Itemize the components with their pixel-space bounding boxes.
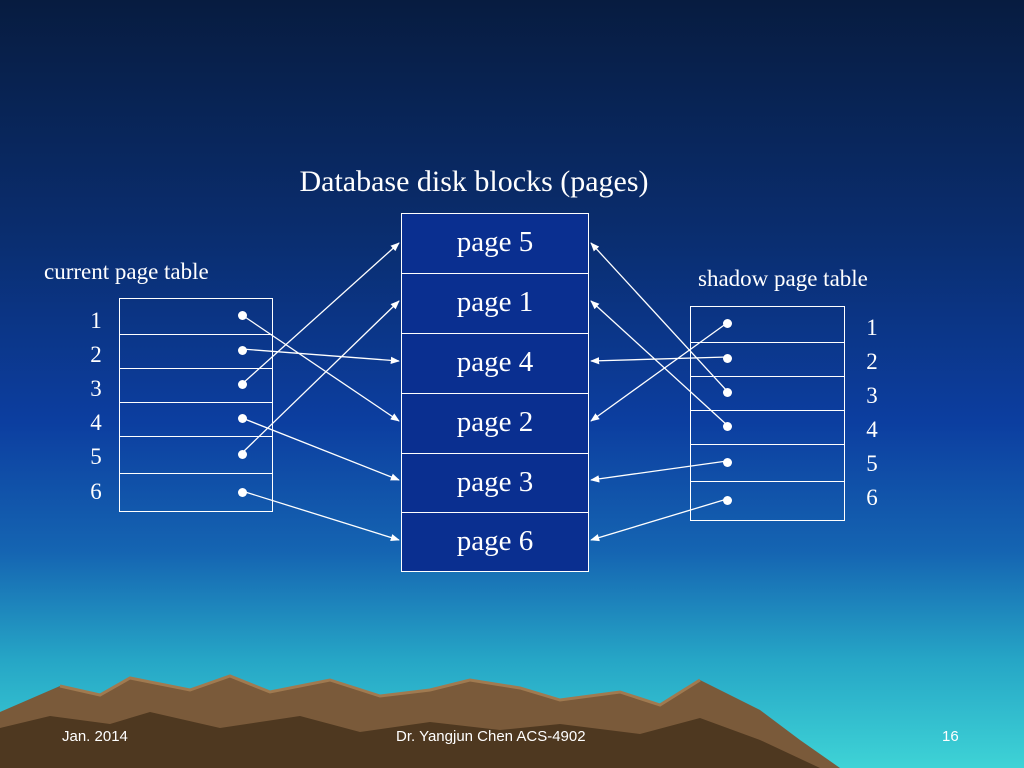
current-pointer-arrow: [241, 417, 400, 481]
shadow-row-number: 6: [866, 485, 878, 510]
shadow-table-row: [691, 410, 844, 445]
shadow-row-number: 3: [866, 383, 878, 408]
shadow-pointer-arrow: [590, 460, 728, 483]
shadow-table-row: [691, 376, 844, 411]
disk-page-cell: page 6: [402, 512, 588, 572]
current-page-table-label: current page table: [44, 259, 209, 284]
pointer-dot: [238, 488, 247, 497]
current-pointer-arrow: [241, 242, 400, 385]
shadow-row-number: 2: [866, 349, 878, 374]
current-table-row: [120, 436, 272, 474]
shadow-table-row: [691, 342, 844, 377]
current-table-row: [120, 334, 272, 369]
disk-page-cell: page 5: [456, 226, 534, 258]
current-row-number: 4: [90, 410, 102, 435]
shadow-row-number: 5: [866, 451, 878, 476]
shadow-page-table: [690, 306, 845, 521]
current-pointer-arrow: [241, 490, 400, 542]
disk-page-cell: page 1: [402, 273, 588, 333]
current-table-row: [120, 368, 272, 403]
current-pointer-arrow: [241, 348, 400, 365]
current-pointer-arrow: [241, 314, 400, 422]
shadow-table-row: [691, 444, 844, 482]
current-row-number: 2: [90, 342, 102, 367]
pointer-dot: [723, 319, 732, 328]
pointer-dot: [723, 354, 732, 363]
pointer-dot: [238, 450, 247, 459]
shadow-table-row: [691, 307, 844, 342]
shadow-pointer-arrow: [590, 322, 728, 422]
pointer-dot: [238, 380, 247, 389]
disk-page-cell: page 3: [402, 453, 588, 513]
current-row-number: 1: [90, 308, 102, 333]
footer-date: Jan. 2014: [62, 728, 128, 745]
pointer-dot: [723, 388, 732, 397]
shadow-row-number: 1: [866, 315, 878, 340]
current-row-number: 3: [90, 376, 102, 401]
disk-blocks-table: page 5 page 1 page 4 page 2 page 3 page …: [401, 213, 589, 572]
mountain-ridge-highlight: [59, 674, 701, 707]
shadow-pointer-arrow: [590, 300, 728, 426]
pointer-dot: [723, 458, 732, 467]
mountain-shadow: [0, 712, 820, 768]
current-row-number: 6: [90, 479, 102, 504]
disk-page-cell: page 2: [402, 393, 588, 453]
current-row-number: 5: [90, 444, 102, 469]
pointer-dot: [238, 346, 247, 355]
current-pointer-arrow: [241, 300, 400, 454]
current-table-row: [120, 473, 272, 512]
shadow-pointer-arrow: [590, 356, 728, 365]
shadow-pointer-arrow: [590, 498, 728, 542]
diagram-title: Database disk blocks (pages): [299, 165, 649, 198]
slide-number: 16: [942, 728, 959, 745]
shadow-row-number: 4: [866, 417, 878, 442]
shadow-page-table-label: shadow page table: [698, 266, 868, 291]
pointer-dot: [723, 496, 732, 505]
shadow-pointer-arrow: [590, 242, 728, 392]
disk-page-cell: page 4: [402, 333, 588, 393]
shadow-table-row: [691, 481, 844, 521]
footer-author: Dr. Yangjun Chen ACS-4902: [396, 728, 586, 745]
pointer-dot: [723, 422, 732, 431]
